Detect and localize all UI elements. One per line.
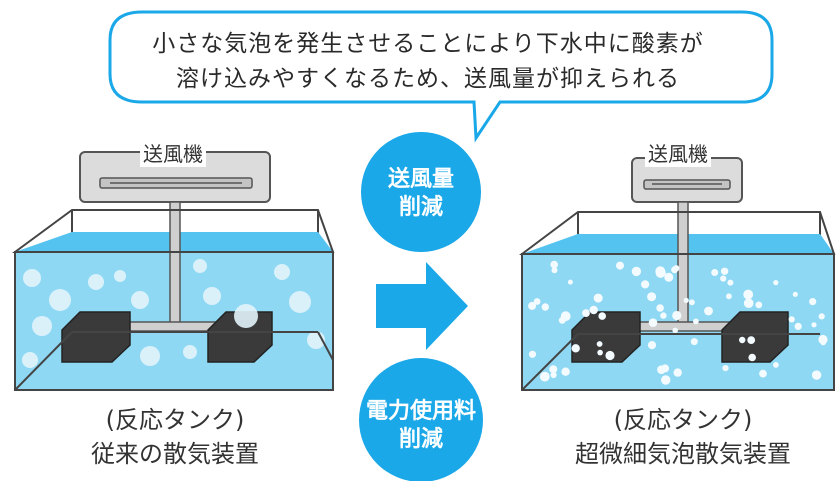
fine-bubble (759, 369, 767, 378)
fine-bubble (660, 312, 667, 319)
fine-bubble (550, 260, 558, 269)
callout-text-line1: 小さな気泡を発生させることにより下水中に酸素が (152, 31, 704, 57)
fine-bubble (755, 301, 763, 309)
fine-bubble (561, 367, 570, 376)
bottom-benefit-label-line1: 電力使用料 (365, 399, 476, 424)
fine-bubble (704, 306, 713, 316)
fine-bubble (773, 362, 779, 368)
fine-bubble (656, 304, 664, 312)
left-tank-group (11, 151, 335, 391)
fine-bubble (528, 301, 537, 310)
fine-bubble (647, 292, 657, 302)
right-caption-line2: 超微細気泡散気装置 (575, 440, 791, 468)
left-caption-line1: (反応タンク) (105, 406, 245, 434)
right-tank-front-frame (519, 211, 836, 391)
fine-bubble (820, 339, 827, 346)
fine-bubble (794, 322, 802, 330)
fine-bubble (598, 312, 606, 320)
fine-bubble (528, 350, 537, 358)
fine-bubble (582, 309, 590, 317)
fine-bubble (683, 297, 689, 303)
fine-bubble (533, 298, 541, 305)
fine-bubble (720, 267, 729, 275)
left-diffuser-icon (61, 311, 273, 363)
fine-bubble (739, 336, 746, 344)
fine-bubble (541, 303, 549, 311)
callout-bubble (108, 10, 774, 143)
fine-bubble (773, 280, 779, 286)
fine-bubble (647, 341, 657, 350)
fine-bubble (664, 272, 674, 282)
fine-bubble (539, 371, 550, 382)
fine-bubble (671, 266, 678, 274)
left-blower-label: 送風機 (140, 138, 206, 167)
right-blower-label: 送風機 (645, 138, 711, 167)
fine-bubble (743, 289, 754, 300)
right-arrow-icon (376, 262, 468, 350)
bottom-benefit-label-line2: 削減 (398, 427, 443, 452)
fine-bubble (605, 350, 615, 361)
fine-bubble (551, 267, 558, 274)
fine-bubble (641, 280, 650, 289)
fine-bubble (673, 368, 682, 377)
fine-bubble (549, 365, 558, 374)
fine-bubble (571, 344, 580, 353)
fine-bubble (589, 305, 598, 315)
fine-bubble (747, 336, 756, 344)
left-large-bubbles (22, 259, 325, 368)
right-diffuser-icon (571, 311, 789, 363)
fine-bubble (720, 275, 727, 282)
fine-bubble (631, 266, 642, 277)
callout-text-line2: 溶け込みやすくなるため、送風量が抑えられる (176, 66, 680, 92)
left-tank-front-frame (11, 209, 335, 391)
top-benefit-circle (361, 132, 481, 252)
fine-bubble (748, 353, 756, 362)
fine-bubble (550, 371, 557, 379)
left-caption-line2: 従来の散気装置 (91, 440, 259, 468)
fine-bubble (690, 338, 698, 346)
fine-bubble (672, 310, 682, 321)
fine-bubble (648, 318, 658, 328)
fine-bubble (726, 293, 732, 300)
fine-bubble (596, 341, 603, 347)
fine-bubble (655, 266, 666, 277)
fine-bubble (711, 269, 719, 276)
fine-bubble (567, 279, 573, 285)
fine-bubble (672, 327, 678, 334)
fine-bubble (811, 370, 822, 380)
fine-bubble (788, 316, 795, 323)
fine-bubble (616, 261, 624, 270)
right-tank-group (519, 157, 836, 391)
bottom-benefit-circle (359, 358, 483, 481)
fine-bubble (597, 349, 603, 356)
fine-bubble (792, 291, 798, 297)
fine-bubble (743, 298, 754, 309)
fine-bubble (657, 365, 666, 375)
top-benefit-label-line2: 削減 (398, 195, 443, 220)
right-fine-bubbles (528, 260, 828, 385)
fine-bubble (661, 375, 671, 385)
fine-bubble (727, 279, 734, 286)
fine-bubble (809, 298, 817, 306)
fine-bubble (811, 322, 817, 328)
fine-bubble (693, 318, 699, 325)
fine-bubble (558, 316, 566, 324)
fine-bubble (689, 299, 695, 306)
fine-bubble (722, 365, 729, 372)
right-caption-line1: (反応タンク) (613, 406, 753, 434)
top-benefit-label-line1: 送風量 (387, 167, 454, 192)
fine-bubble (818, 313, 825, 320)
fine-bubble (593, 293, 603, 303)
